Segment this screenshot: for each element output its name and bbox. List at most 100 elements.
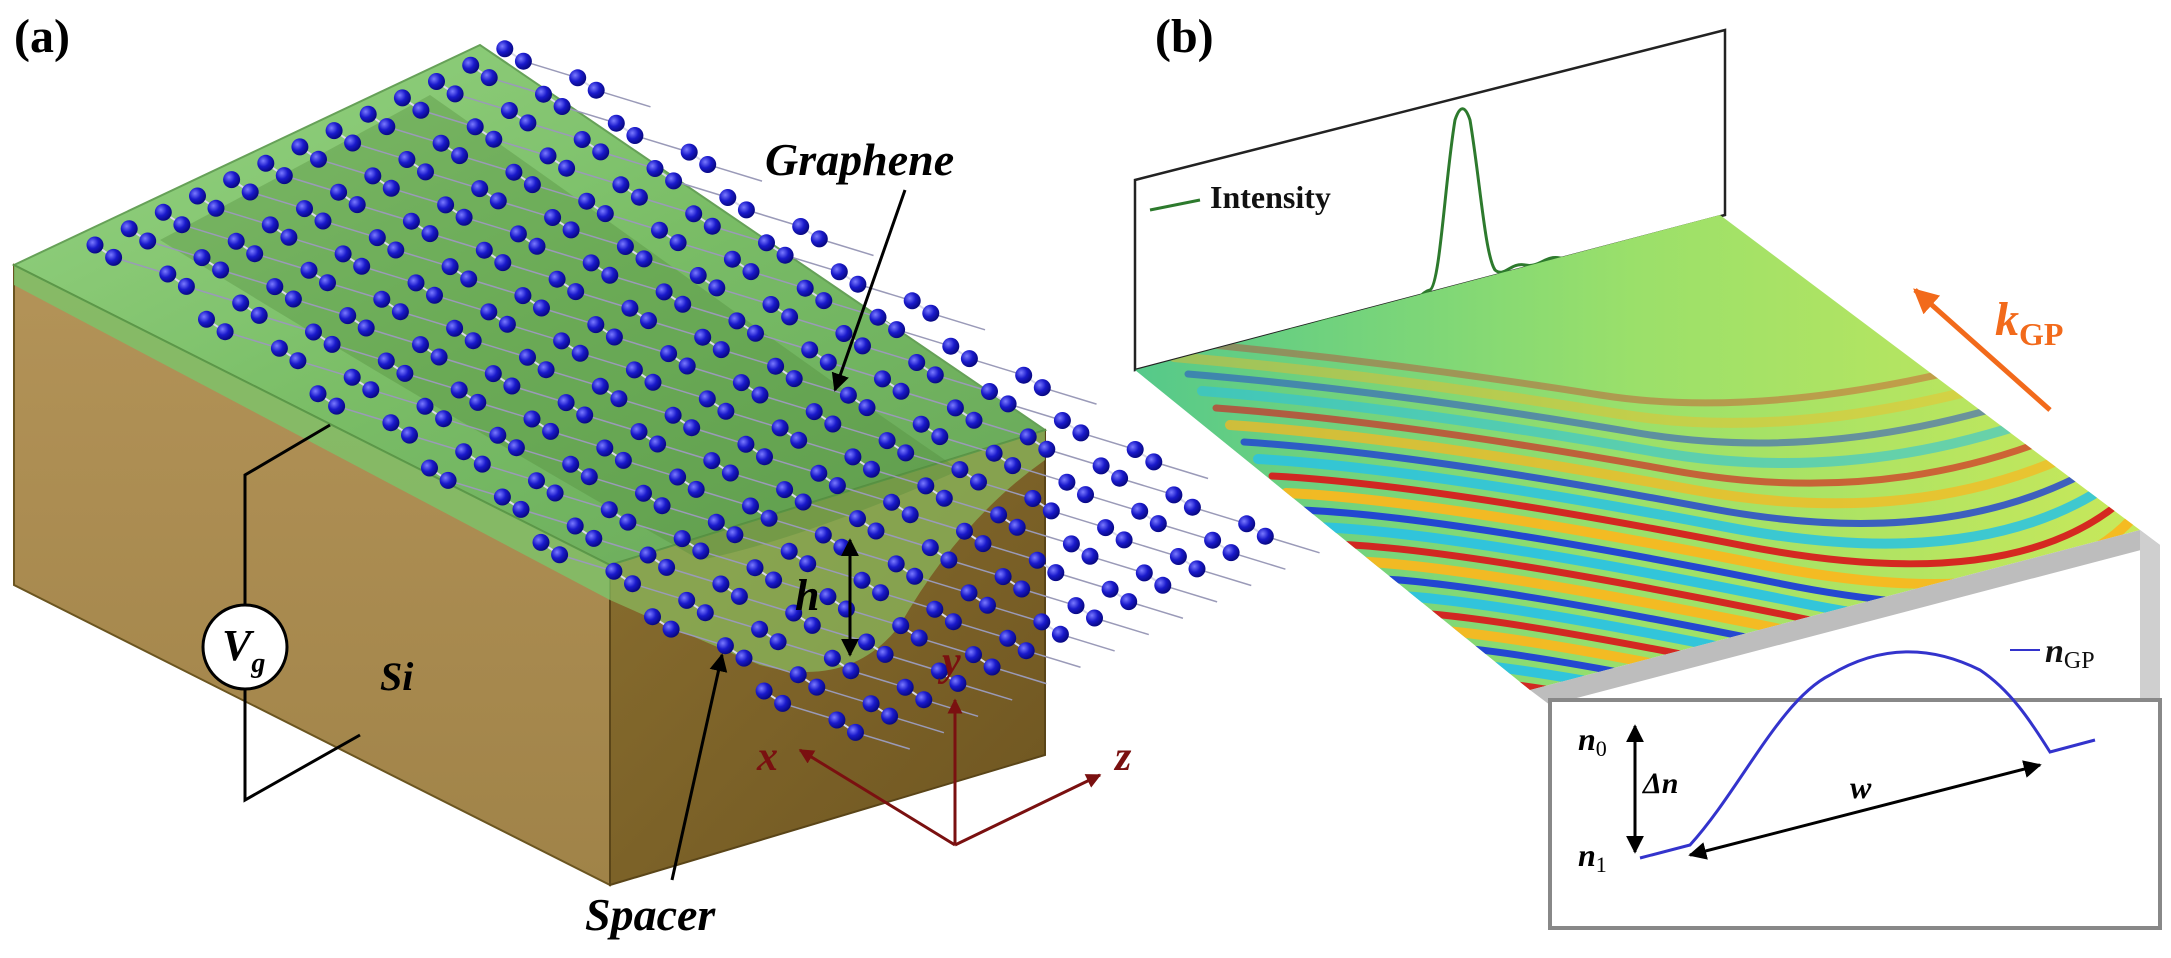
graphene-bond (527, 122, 583, 141)
carbon-atom (703, 452, 721, 470)
graphene-bond (1007, 403, 1063, 422)
graphene-bond (721, 348, 776, 367)
graphene-bond (1055, 571, 1111, 590)
graphene-bond (288, 236, 344, 255)
carbon-atom (426, 286, 443, 304)
carbon-atom (696, 604, 714, 622)
carbon-atom (655, 283, 673, 301)
carbon-atom (828, 711, 846, 729)
carbon-atom (428, 73, 445, 90)
carbon-atom (348, 196, 366, 214)
carbon-atom (792, 218, 810, 235)
carbon-atom (330, 183, 348, 201)
carbon-atom (551, 546, 569, 564)
voltage-source-icon (201, 603, 289, 691)
graphene-bond (459, 154, 515, 173)
carbon-atom (261, 216, 279, 234)
carbon-atom (587, 81, 605, 99)
graphene-bond (498, 200, 553, 219)
carbon-atom (664, 406, 682, 424)
graphene-atoms (86, 40, 1274, 741)
graphene-bond (1119, 477, 1175, 496)
carbon-atom (946, 399, 964, 417)
carbon-atom (910, 629, 928, 647)
graphene-bond (559, 554, 615, 573)
graphene-bond (482, 463, 537, 482)
carbon-atom (284, 290, 302, 308)
graphene-bond (463, 216, 519, 235)
carbon-atom (1204, 531, 1222, 549)
carbon-atom (805, 403, 823, 421)
carbon-atom (965, 411, 983, 429)
carbon-atom (154, 203, 172, 221)
spacer-label: Spacer (585, 889, 716, 940)
graphene-bond (793, 377, 849, 396)
graphene-bond (773, 579, 829, 598)
field-fringe (1225, 397, 2140, 509)
carbon-atom (466, 118, 484, 136)
graphene-bond (318, 158, 373, 177)
intensity-legend-label: Intensity (1210, 179, 1331, 215)
carbon-atom (970, 473, 987, 491)
carbon-atom (325, 122, 343, 140)
carbon-atom (858, 399, 876, 417)
carbon-atom (854, 337, 871, 355)
carbon-atom (86, 236, 104, 254)
carbon-atom (674, 295, 692, 313)
carbon-atom (398, 151, 416, 168)
carbon-atom (619, 513, 637, 531)
graphene-bond (447, 479, 503, 498)
graphene-bond (730, 472, 785, 491)
spacer-side-profile (610, 430, 1045, 672)
graphene-bond (570, 229, 626, 248)
carbon-atom (421, 225, 439, 243)
field-fringe (1268, 454, 2140, 568)
graphene-bond (819, 238, 874, 257)
index-panel-frame (1530, 530, 2160, 705)
carbon-atom (159, 265, 177, 283)
gate-circuit: Vg (201, 423, 361, 803)
graphene-bond (566, 167, 622, 186)
carbon-atom (455, 443, 473, 461)
carbon-atom (319, 274, 336, 292)
carbon-atom (1013, 580, 1031, 598)
carbon-atom (835, 325, 853, 342)
carbon-atom (903, 292, 921, 310)
graphene-lattice (86, 40, 1320, 750)
graphene-bond (1060, 633, 1115, 652)
carbon-atom (1008, 518, 1026, 536)
carbon-atom (592, 143, 610, 161)
carbon-atom (310, 150, 327, 168)
graphene-bond (502, 261, 558, 280)
graphene-bond (734, 533, 790, 553)
carbon-atom (990, 506, 1008, 524)
carbon-atom (796, 279, 814, 297)
graphene-bond (900, 390, 956, 409)
graphene-bond (391, 187, 446, 206)
carbon-atom (566, 517, 584, 535)
graphene-bond (896, 328, 952, 347)
graphene-bond (1012, 464, 1068, 483)
carbon-atom (393, 89, 411, 107)
carbon-atom (216, 323, 234, 341)
graphene-bond (215, 207, 271, 226)
graphene-bond (259, 314, 314, 333)
carbon-atom (974, 535, 992, 553)
carbon-atom (300, 261, 318, 279)
graphene-bond (850, 670, 906, 689)
carbon-atom (1256, 527, 1274, 545)
carbon-atom (716, 637, 734, 655)
carbon-atom (339, 307, 357, 325)
carbon-atom (305, 323, 322, 341)
graphene-bond (584, 414, 640, 433)
carbon-atom (402, 212, 420, 230)
index-legend-main: n (2045, 633, 2064, 670)
carbon-atom (207, 199, 225, 217)
carbon-atom (189, 187, 206, 205)
graphene-bond (823, 299, 879, 318)
carbon-atom (703, 217, 721, 235)
carbon-atom (1092, 457, 1110, 475)
graphene-bond (712, 225, 767, 244)
carbon-atom (451, 147, 469, 165)
carbon-atom (382, 179, 400, 197)
